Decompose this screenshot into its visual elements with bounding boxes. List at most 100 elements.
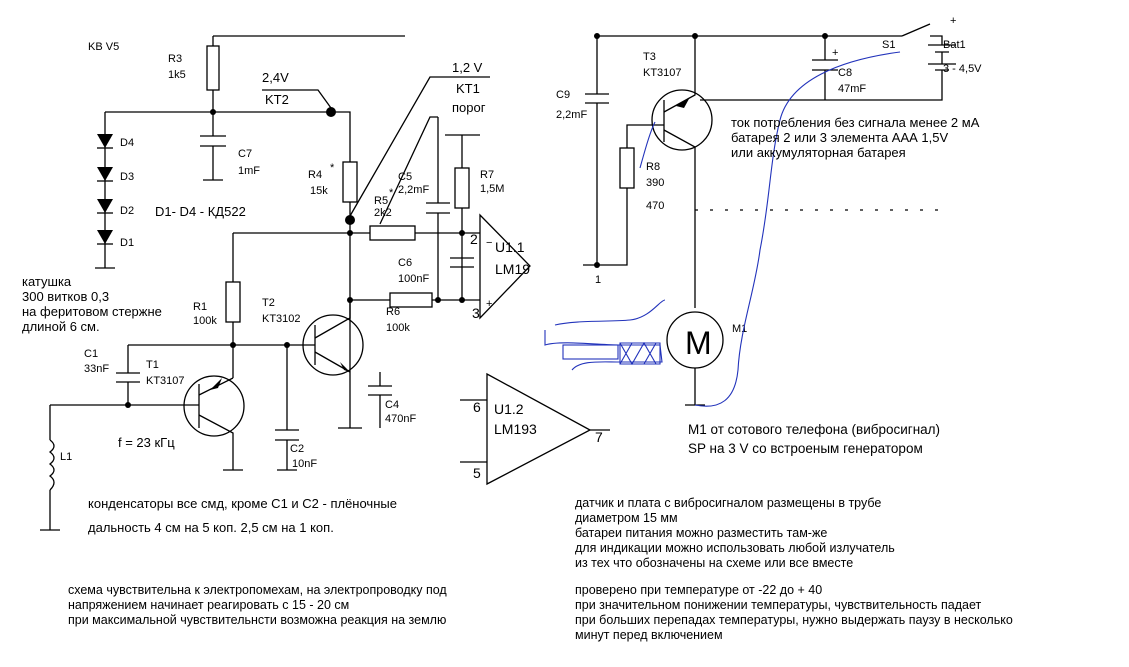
r8-label: R8 <box>646 161 660 173</box>
t2-emitter-arrow <box>340 362 350 372</box>
t2-label: T2 <box>262 297 275 309</box>
r4-resistor <box>342 161 358 203</box>
c8-plus: + <box>832 47 838 59</box>
c5-capacitor <box>426 202 450 214</box>
diode-d4 <box>97 134 113 149</box>
c7-capacitor <box>200 135 226 147</box>
hand-drawn-wire <box>554 299 666 371</box>
r5-leader <box>379 116 438 225</box>
s1-switch <box>901 23 931 37</box>
u12-opamp <box>486 372 592 486</box>
hand-drawn-wire <box>694 51 901 407</box>
r5-mark: * <box>389 187 394 199</box>
r3-resistor <box>206 45 220 91</box>
u11-part: LM19 <box>495 261 530 277</box>
c2-label: C2 <box>290 443 304 455</box>
r6-value: 100k <box>386 322 410 334</box>
r4-value: 15k <box>310 185 328 197</box>
r6-resistor <box>389 292 433 308</box>
coil-indicator <box>619 341 661 366</box>
l1-coil <box>48 439 55 491</box>
sensor-note-line: датчик и плата с вибросигналом размещены… <box>575 496 882 510</box>
bat1-plus: + <box>950 15 956 27</box>
u11-minus-sign: − <box>486 237 492 249</box>
u12-part: LM193 <box>494 421 537 437</box>
r1-resistor <box>225 281 241 323</box>
indicator-component <box>562 344 619 360</box>
l1-wire <box>40 405 60 531</box>
r4-mark: * <box>330 162 335 174</box>
coil-note: катушка 300 витков 0,3 на феритовом стер… <box>22 274 162 334</box>
r5-resistor <box>369 225 416 241</box>
range-note-line: дальность 4 см на 5 коп. 2,5 см на 1 коп… <box>88 520 334 535</box>
diode-d1 <box>97 230 113 245</box>
diode-d2 <box>97 199 113 214</box>
t3-emitter <box>663 36 696 113</box>
t2-value: KT3102 <box>262 313 301 325</box>
u11-name: U1.1 <box>495 239 525 255</box>
current-note-line: или аккумуляторная батарея <box>731 145 906 160</box>
r8-hand-value: 470 <box>646 200 664 212</box>
t3-collector <box>663 129 696 308</box>
current-note: ток потребления без сигнала менее 2 мА б… <box>731 115 979 160</box>
t1-emitter-arrow <box>210 378 222 390</box>
c4-value: 470nF <box>385 413 416 425</box>
t3-value: KT3107 <box>643 67 682 79</box>
kt2-name: KT2 <box>265 92 289 107</box>
junction-dot <box>692 33 698 39</box>
c2-capacitor <box>275 429 299 441</box>
hand-drawn-wire <box>544 330 663 363</box>
hand-drawn-wire <box>639 121 656 169</box>
sensor-note-line: из тех что обозначены на схеме или все в… <box>575 556 854 570</box>
motor-note: М1 от сотового телефона (вибросигнал) SP… <box>688 420 940 458</box>
t1-value: KT3107 <box>146 375 185 387</box>
u11-plus-sign: + <box>486 298 492 310</box>
r3-value: 1k5 <box>168 69 186 81</box>
t3-emitter-arrow <box>676 97 690 108</box>
sensor-note-line: для индикации можно использовать любой и… <box>575 541 895 555</box>
kt2-pointer <box>262 89 332 109</box>
t1-transistor <box>183 375 245 437</box>
t2-collector <box>314 300 351 339</box>
sensor-note-line: батареи питания можно разместить там-же <box>575 526 828 540</box>
m1-ground-wire <box>685 368 705 406</box>
r5-label: R5 <box>374 195 388 207</box>
r7-label: R7 <box>480 169 494 181</box>
m1-symbol: M <box>685 325 712 361</box>
temperature-note-line: минут перед включением <box>575 628 723 642</box>
junction-dot <box>594 33 600 39</box>
sensitivity-note-line: схема чувствительна к электропомехам, на… <box>68 583 447 597</box>
t1-label: T1 <box>146 359 159 371</box>
u11-pin-noninverting: 3 <box>472 305 480 321</box>
sensitivity-note-line: при максимальной чувствительнсти возможн… <box>68 613 447 627</box>
c9-label: C9 <box>556 89 570 101</box>
diode-d2-label: D2 <box>120 205 134 217</box>
r1-value: 100k <box>193 315 217 327</box>
c4-label: C4 <box>385 399 399 411</box>
u12-pins <box>460 399 610 463</box>
junction-dot <box>822 33 828 39</box>
r4-label: R4 <box>308 169 322 181</box>
node-wire <box>338 220 362 429</box>
current-note-line: ток потребления без сигнала менее 2 мА <box>731 115 980 130</box>
c1-wire <box>127 344 233 405</box>
c2-value: 10nF <box>292 458 317 470</box>
kt2-testpoint <box>326 107 336 117</box>
temperature-note-line: при больших перепадах температуры, нужно… <box>575 613 1013 627</box>
junction-dot <box>459 297 465 303</box>
diode-d3-label: D3 <box>120 171 134 183</box>
u11-pin-inverting: 2 <box>470 231 478 247</box>
r8-value: 390 <box>646 177 664 189</box>
sensor-note: датчик и плата с вибросигналом размещены… <box>575 496 895 571</box>
diode-d3 <box>97 167 113 182</box>
diode-note: D1- D4 - КД522 <box>155 204 246 219</box>
c5-value: 2,2mF <box>398 184 429 196</box>
coil-note-line: катушка <box>22 274 72 289</box>
t3-label: T3 <box>643 51 656 63</box>
c9-value: 2,2mF <box>556 109 587 121</box>
u11-opamp <box>479 213 531 320</box>
s1-label: S1 <box>882 39 895 51</box>
kt2-voltage: 2,4V <box>262 70 289 85</box>
caps-note: конденсаторы все смд, кроме С1 и С2 - пл… <box>88 496 397 511</box>
coil-note-line: 300 витков 0,3 <box>22 289 110 304</box>
